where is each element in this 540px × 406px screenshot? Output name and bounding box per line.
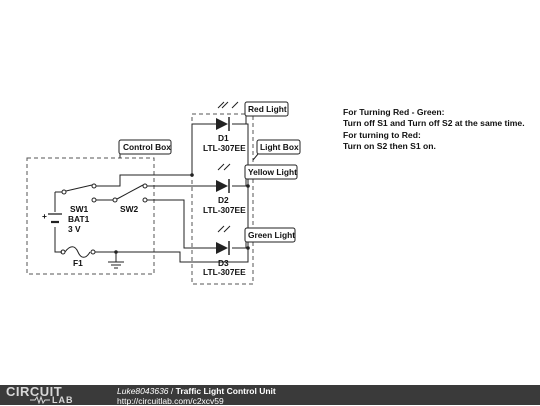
label-sw1: SW1 bbox=[70, 204, 88, 214]
note-line-4: Turn on S2 then S1 on. bbox=[343, 141, 436, 152]
label-green-light: Green Light bbox=[248, 230, 295, 240]
label-d1-part: LTL-307EE bbox=[203, 143, 246, 153]
sw1-contact-a bbox=[61, 189, 67, 195]
note-line-3: For turning to Red: bbox=[343, 129, 421, 140]
sw2-contact-a bbox=[112, 197, 118, 203]
label-box-lightbox bbox=[256, 139, 301, 155]
label-bat1: BAT1 bbox=[68, 214, 90, 224]
circuit-url-link[interactable]: http://circuitlab.com/c2xcv59 bbox=[117, 395, 224, 406]
schematic-canvas: Control Box Red Light Light Box Yellow L… bbox=[26, 101, 301, 285]
wire-battery bbox=[54, 191, 62, 253]
led-d3 bbox=[216, 225, 231, 255]
label-d2: D2 bbox=[218, 195, 229, 205]
label-d1: D1 bbox=[218, 133, 229, 143]
led-d2 bbox=[216, 163, 231, 193]
note-line-2: Turn off S1 and Turn off S2 at the same … bbox=[343, 118, 525, 129]
sw1-contact-c bbox=[91, 197, 97, 203]
label-f1: F1 bbox=[73, 258, 83, 268]
wire-to-d1 bbox=[191, 123, 216, 175]
author-link[interactable]: Luke8043636 bbox=[117, 386, 169, 396]
label-light-box: Light Box bbox=[260, 142, 299, 152]
sw2-contact-b bbox=[142, 183, 148, 189]
footer-bar: CIRCUIT LAB Luke8043636 / Traffic Light … bbox=[0, 384, 540, 406]
logo-lab-text: LAB bbox=[52, 395, 74, 405]
led-d1 bbox=[216, 101, 239, 131]
label-d3-part: LTL-307EE bbox=[203, 267, 246, 277]
sw1-contact-b bbox=[91, 183, 97, 189]
junction-1 bbox=[190, 173, 194, 177]
junction-4 bbox=[246, 246, 250, 250]
label-control-box: Control Box bbox=[123, 142, 171, 152]
label-red-light: Red Light bbox=[248, 104, 287, 114]
wire-fuse-ground bbox=[95, 123, 249, 263]
label-box-yellow bbox=[244, 164, 298, 180]
label-box-green bbox=[244, 227, 296, 243]
wire-sw2-bottom bbox=[147, 199, 216, 249]
logo-circuit-text: CIRCUIT bbox=[6, 384, 63, 399]
instructions-note: For Turning Red - Green: Turn off S1 and… bbox=[343, 107, 525, 153]
label-d3: D3 bbox=[218, 258, 229, 268]
junction-3 bbox=[246, 184, 250, 188]
junction-2 bbox=[114, 250, 118, 254]
note-line-1: For Turning Red - Green: bbox=[343, 107, 445, 117]
circuitlab-logo-icon bbox=[30, 396, 50, 404]
label-bat-value: 3 V bbox=[68, 224, 81, 234]
circuit-title: Traffic Light Control Unit bbox=[175, 386, 276, 396]
sw2-lever bbox=[116, 184, 144, 200]
label-sw2: SW2 bbox=[120, 204, 138, 214]
fuse-end-b bbox=[90, 249, 96, 255]
label-box-red bbox=[244, 101, 289, 117]
label-battery-plus: + bbox=[42, 211, 47, 221]
fuse-end-a bbox=[60, 249, 66, 255]
fuse-f1 bbox=[64, 246, 91, 258]
control-box-outline bbox=[26, 157, 155, 275]
label-box-control bbox=[118, 139, 172, 155]
label-d2-part: LTL-307EE bbox=[203, 205, 246, 215]
meta-separator: / bbox=[168, 386, 176, 396]
label-yellow-light: Yellow Light bbox=[248, 167, 297, 177]
light-box-outline bbox=[191, 113, 254, 285]
circuit-meta: Luke8043636 / Traffic Light Control Unit bbox=[117, 386, 276, 396]
leader-lightbox bbox=[252, 153, 259, 161]
wire-sw1-top bbox=[96, 174, 192, 187]
sw2-contact-c bbox=[142, 197, 148, 203]
sw1-lever bbox=[65, 184, 93, 192]
